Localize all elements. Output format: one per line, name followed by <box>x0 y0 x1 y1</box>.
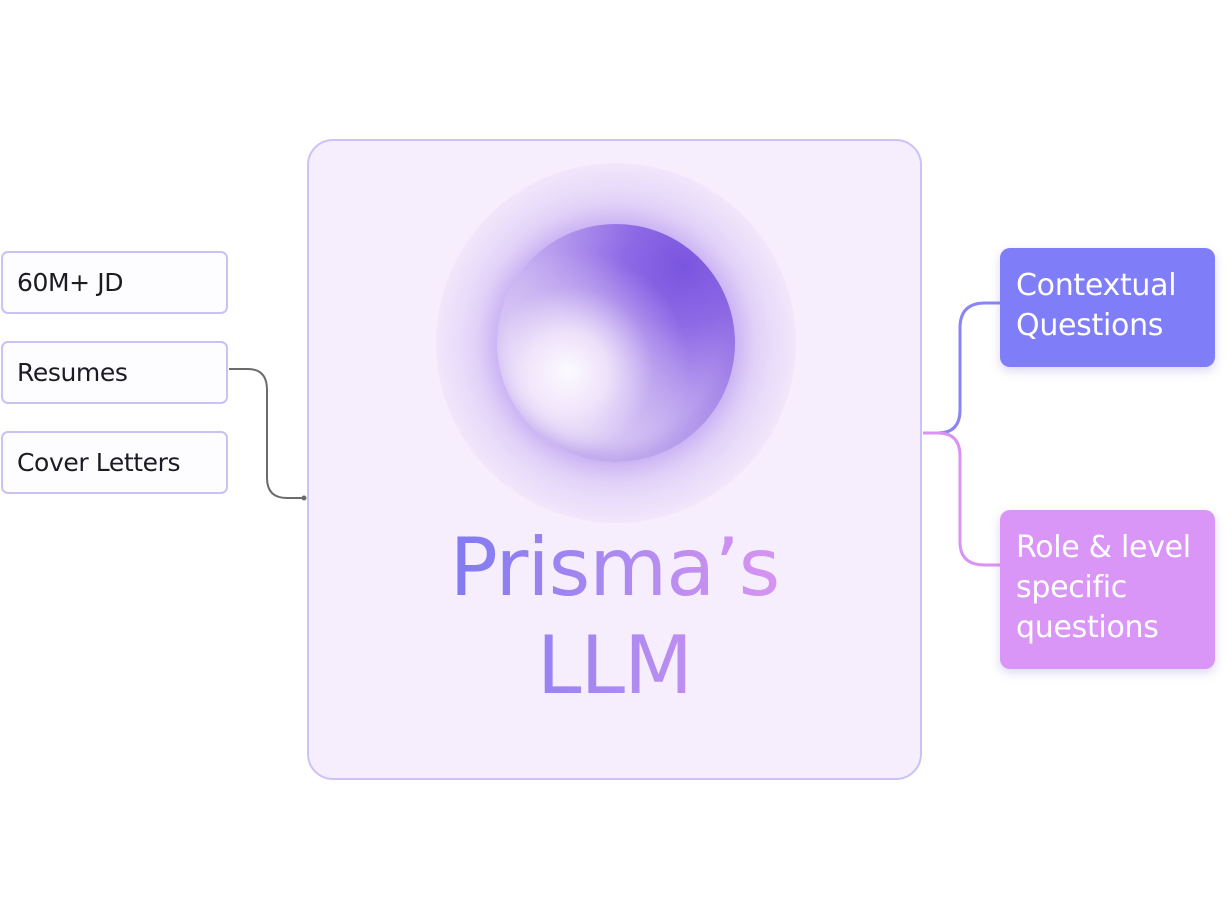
llm-to-role-connector <box>923 431 1001 567</box>
input-box-resumes: Resumes <box>1 341 228 404</box>
output-role-line1: Role & level <box>1016 530 1191 565</box>
llm-title: Prisma’s LLM <box>309 519 920 715</box>
input-label-jd: 60M+ JD <box>17 268 124 297</box>
llm-to-contextual-connector <box>923 301 1001 435</box>
input-label-cover-letters: Cover Letters <box>17 448 181 477</box>
llm-title-line1: Prisma’s <box>449 521 780 614</box>
llm-card: Prisma’s LLM <box>307 139 922 780</box>
connector-dot <box>301 495 307 501</box>
output-box-role-level-questions: Role & level specific questions <box>1000 510 1215 669</box>
output-role-line2: specific <box>1016 570 1127 605</box>
input-label-resumes: Resumes <box>17 358 128 387</box>
output-contextual-line2: Questions <box>1016 308 1164 343</box>
llm-title-line2: LLM <box>536 619 693 712</box>
input-box-cover-letters: Cover Letters <box>1 431 228 494</box>
orb-sphere-icon <box>497 224 735 462</box>
resumes-to-llm-connector <box>229 368 305 499</box>
input-box-jd: 60M+ JD <box>1 251 228 314</box>
output-box-contextual-questions: Contextual Questions <box>1000 248 1215 367</box>
output-contextual-line1: Contextual <box>1016 268 1177 303</box>
output-role-line3: questions <box>1016 610 1159 645</box>
